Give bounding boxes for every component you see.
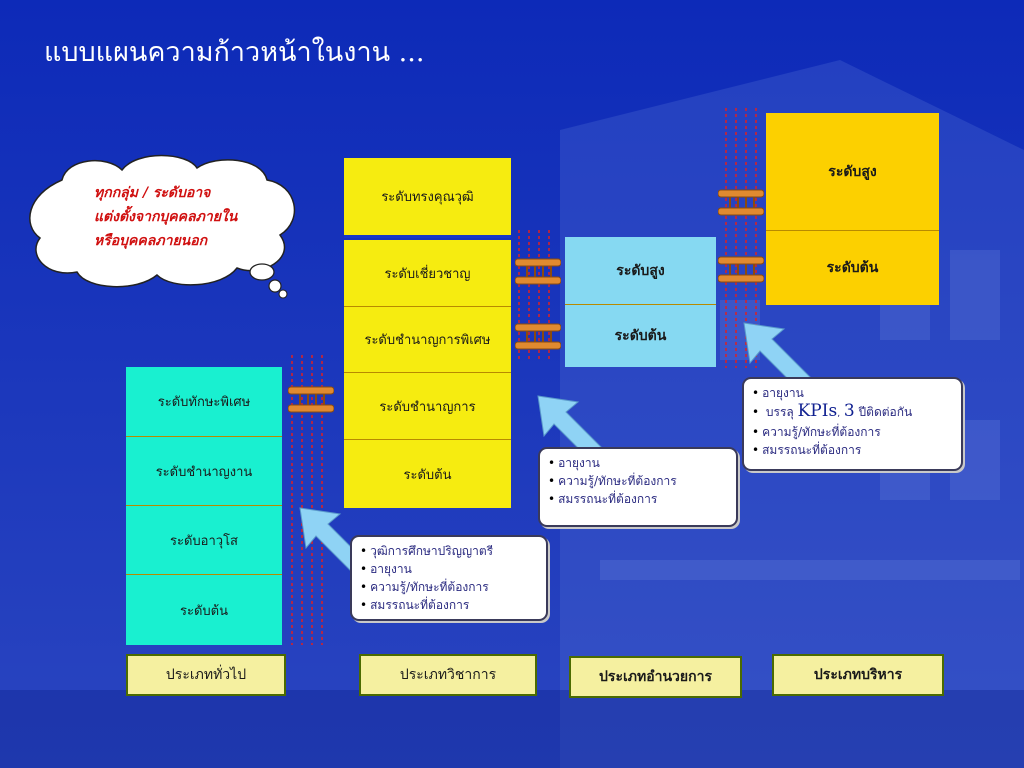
academic-level-3[interactable]: ระดับชำนาญการพิเศษ (344, 307, 511, 373)
ladder-academic (518, 230, 550, 360)
general-requirements: วุฒิการศึกษาปริญญาตรี อายุงาน ความรู้/ทั… (350, 535, 548, 621)
label-executive[interactable]: ประเภทบริหาร (772, 654, 944, 696)
academic-levels: ระดับทรงคุณวุฒิ ระดับเชี่ยวชาญ ระดับชำนา… (344, 158, 511, 508)
list-item: อายุงาน (360, 560, 538, 578)
cloud-note: ทุกกลุ่ม / ระดับอาจ แต่งตั้งจากบุคคลภายใ… (94, 185, 238, 249)
general-level-3[interactable]: ระดับอาวุโส (126, 506, 282, 575)
executive-level-1[interactable]: ระดับสูง (766, 113, 939, 231)
connector-icon (718, 256, 764, 283)
list-item: อายุงาน (548, 454, 728, 472)
general-level-1[interactable]: ระดับทักษะพิเศษ (126, 367, 282, 437)
connector-icon (718, 189, 764, 216)
list-item: ความรู้/ทักษะที่ต้องการ (752, 423, 953, 441)
academic-level-5[interactable]: ระดับต้น (344, 440, 511, 508)
label-general[interactable]: ประเภททั่วไป (126, 654, 286, 696)
general-level-4[interactable]: ระดับต้น (126, 575, 282, 645)
academic-requirements: อายุงาน ความรู้/ทักษะที่ต้องการ สมรรถนะท… (538, 447, 738, 527)
list-item: ความรู้/ทักษะที่ต้องการ (548, 472, 728, 490)
director-level-1[interactable]: ระดับสูง (565, 237, 716, 305)
thought-cloud-icon (29, 154, 296, 299)
label-academic[interactable]: ประเภทวิชาการ (359, 654, 537, 696)
academic-level-4[interactable]: ระดับชำนาญการ (344, 373, 511, 440)
director-level-2[interactable]: ระดับต้น (565, 305, 716, 367)
connector-icon (288, 386, 334, 413)
list-item: สมรรถนะที่ต้องการ (360, 596, 538, 614)
academic-level-1[interactable]: ระดับทรงคุณวุฒิ (344, 158, 511, 238)
general-level-2[interactable]: ระดับชำนาญงาน (126, 437, 282, 506)
page-title: แบบแผนความก้าวหน้าในงาน ... (44, 37, 425, 68)
label-director[interactable]: ประเภทอำนวยการ (569, 656, 742, 698)
list-item: สมรรถนะที่ต้องการ (548, 490, 728, 508)
connector-icon (515, 323, 561, 350)
director-requirements: อายุงาน บรรลุ KPIs, 3 ปีติดต่อกัน ความรู… (742, 377, 963, 471)
executive-level-2[interactable]: ระดับต้น (766, 231, 939, 305)
list-item: สมรรถนะที่ต้องการ (752, 441, 953, 459)
list-item: บรรลุ KPIs, 3 ปีติดต่อกัน (752, 402, 953, 423)
general-levels: ระดับทักษะพิเศษ ระดับชำนาญงาน ระดับอาวุโ… (126, 367, 282, 645)
list-item: วุฒิการศึกษาปริญญาตรี (360, 542, 538, 560)
director-levels: ระดับสูง ระดับต้น (565, 237, 716, 367)
list-item: ความรู้/ทักษะที่ต้องการ (360, 578, 538, 596)
list-item: อายุงาน (752, 384, 953, 402)
connector-icon (515, 258, 561, 285)
executive-levels: ระดับสูง ระดับต้น (766, 113, 939, 305)
ladder-general (291, 355, 323, 645)
academic-level-2[interactable]: ระดับเชี่ยวชาญ (344, 240, 511, 307)
